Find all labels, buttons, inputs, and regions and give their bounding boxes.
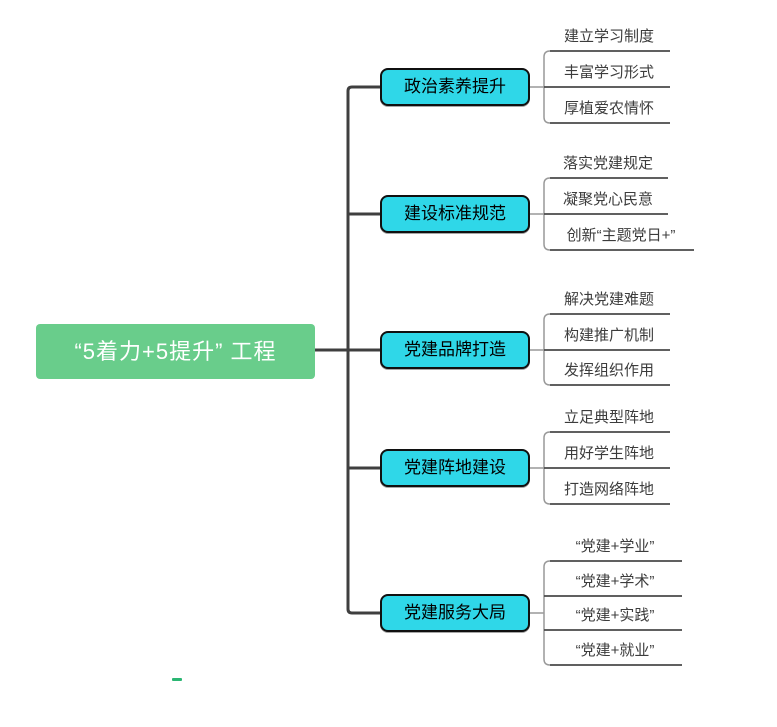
leaf-topic-node[interactable]: 创新“主题党日+” (566, 227, 676, 244)
leaf-topic-node[interactable]: “党建+学业” (575, 538, 655, 555)
branch-topic-node[interactable]: 政治素养提升 (380, 68, 530, 106)
leaf-topic-node[interactable]: 用好学生阵地 (563, 445, 654, 462)
leaf-topic-node[interactable]: “党建+就业” (575, 642, 655, 659)
leaf-topic-node[interactable]: 凝聚党心民意 (562, 191, 653, 208)
leaf-topic-node[interactable]: 解决党建难题 (563, 291, 654, 308)
leaf-topic-node[interactable]: 打造网络阵地 (563, 481, 654, 498)
leaf-topic-node[interactable]: 构建推广机制 (563, 327, 654, 344)
leaf-topic-node[interactable]: 落实党建规定 (562, 155, 653, 172)
branch-topic-node[interactable]: 党建服务大局 (380, 594, 530, 632)
stray-green-dash (172, 678, 182, 681)
leaf-topic-node[interactable]: 建立学习制度 (563, 28, 654, 45)
branch-topic-node[interactable]: 党建品牌打造 (380, 331, 530, 369)
leaf-topic-node[interactable]: 丰富学习形式 (563, 64, 654, 81)
branch-topic-node[interactable]: 建设标准规范 (380, 195, 530, 233)
branch-topic-node[interactable]: 党建阵地建设 (380, 449, 530, 487)
leaf-topic-node[interactable]: “党建+实践” (575, 607, 655, 624)
root-topic-node[interactable]: “5着力+5提升” 工程 (36, 324, 315, 379)
leaf-topic-node[interactable]: 厚植爱农情怀 (563, 100, 654, 117)
connector-line (543, 560, 551, 666)
leaf-topic-node[interactable]: 发挥组织作用 (563, 362, 654, 379)
leaf-topic-node[interactable]: 立足典型阵地 (563, 409, 654, 426)
leaf-topic-node[interactable]: “党建+学术” (575, 573, 655, 590)
